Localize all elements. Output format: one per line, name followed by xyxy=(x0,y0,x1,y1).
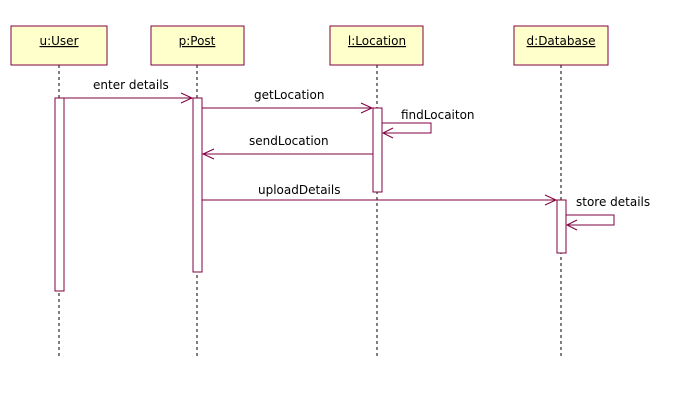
activation-database[interactable] xyxy=(556,199,567,254)
lifeline-location-box[interactable] xyxy=(329,25,424,66)
lifeline-post-label: p:Post xyxy=(179,34,216,48)
message-upload-details-label: uploadDetails xyxy=(258,183,340,197)
lifeline-user-box[interactable] xyxy=(10,25,108,66)
activation-location[interactable] xyxy=(372,107,383,193)
lifeline-location-label: l:Location xyxy=(348,34,406,48)
lifeline-database-label: d:Database xyxy=(527,34,596,48)
arrowhead-open-icon xyxy=(381,127,394,139)
message-store-details-label: store details xyxy=(576,195,650,209)
message-find-location-line xyxy=(382,122,432,134)
arrowhead-open-icon xyxy=(180,92,194,104)
message-enter-details-label: enter details xyxy=(93,78,169,92)
arrowhead-open-icon xyxy=(201,148,215,160)
lifeline-user: u:User xyxy=(10,25,108,356)
lifeline-database: d:Database xyxy=(513,25,609,356)
arrowhead-open-icon xyxy=(565,219,578,231)
lifeline-location: l:Location xyxy=(329,25,424,356)
lifeline-database-box[interactable] xyxy=(513,25,609,66)
message-upload-details[interactable]: uploadDetails xyxy=(202,183,558,206)
message-find-location[interactable]: findLocaiton xyxy=(381,108,475,139)
message-get-location[interactable]: getLocation xyxy=(202,88,374,114)
message-send-location-label: sendLocation xyxy=(249,134,329,148)
arrowhead-open-icon xyxy=(544,194,558,206)
activation-post[interactable] xyxy=(192,97,203,273)
arrowhead-open-icon xyxy=(360,102,374,114)
message-store-details[interactable]: store details xyxy=(565,195,650,231)
lifeline-user-label: u:User xyxy=(40,34,79,48)
lifeline-post-box[interactable] xyxy=(150,25,245,66)
message-store-details-line xyxy=(566,214,615,226)
message-get-location-label: getLocation xyxy=(254,88,324,102)
lifeline-post: p:Post xyxy=(150,25,245,356)
message-find-location-label: findLocaiton xyxy=(401,108,475,122)
activation-user[interactable] xyxy=(54,97,65,292)
message-send-location[interactable]: sendLocation xyxy=(201,134,373,160)
message-enter-details[interactable]: enter details xyxy=(64,78,194,104)
